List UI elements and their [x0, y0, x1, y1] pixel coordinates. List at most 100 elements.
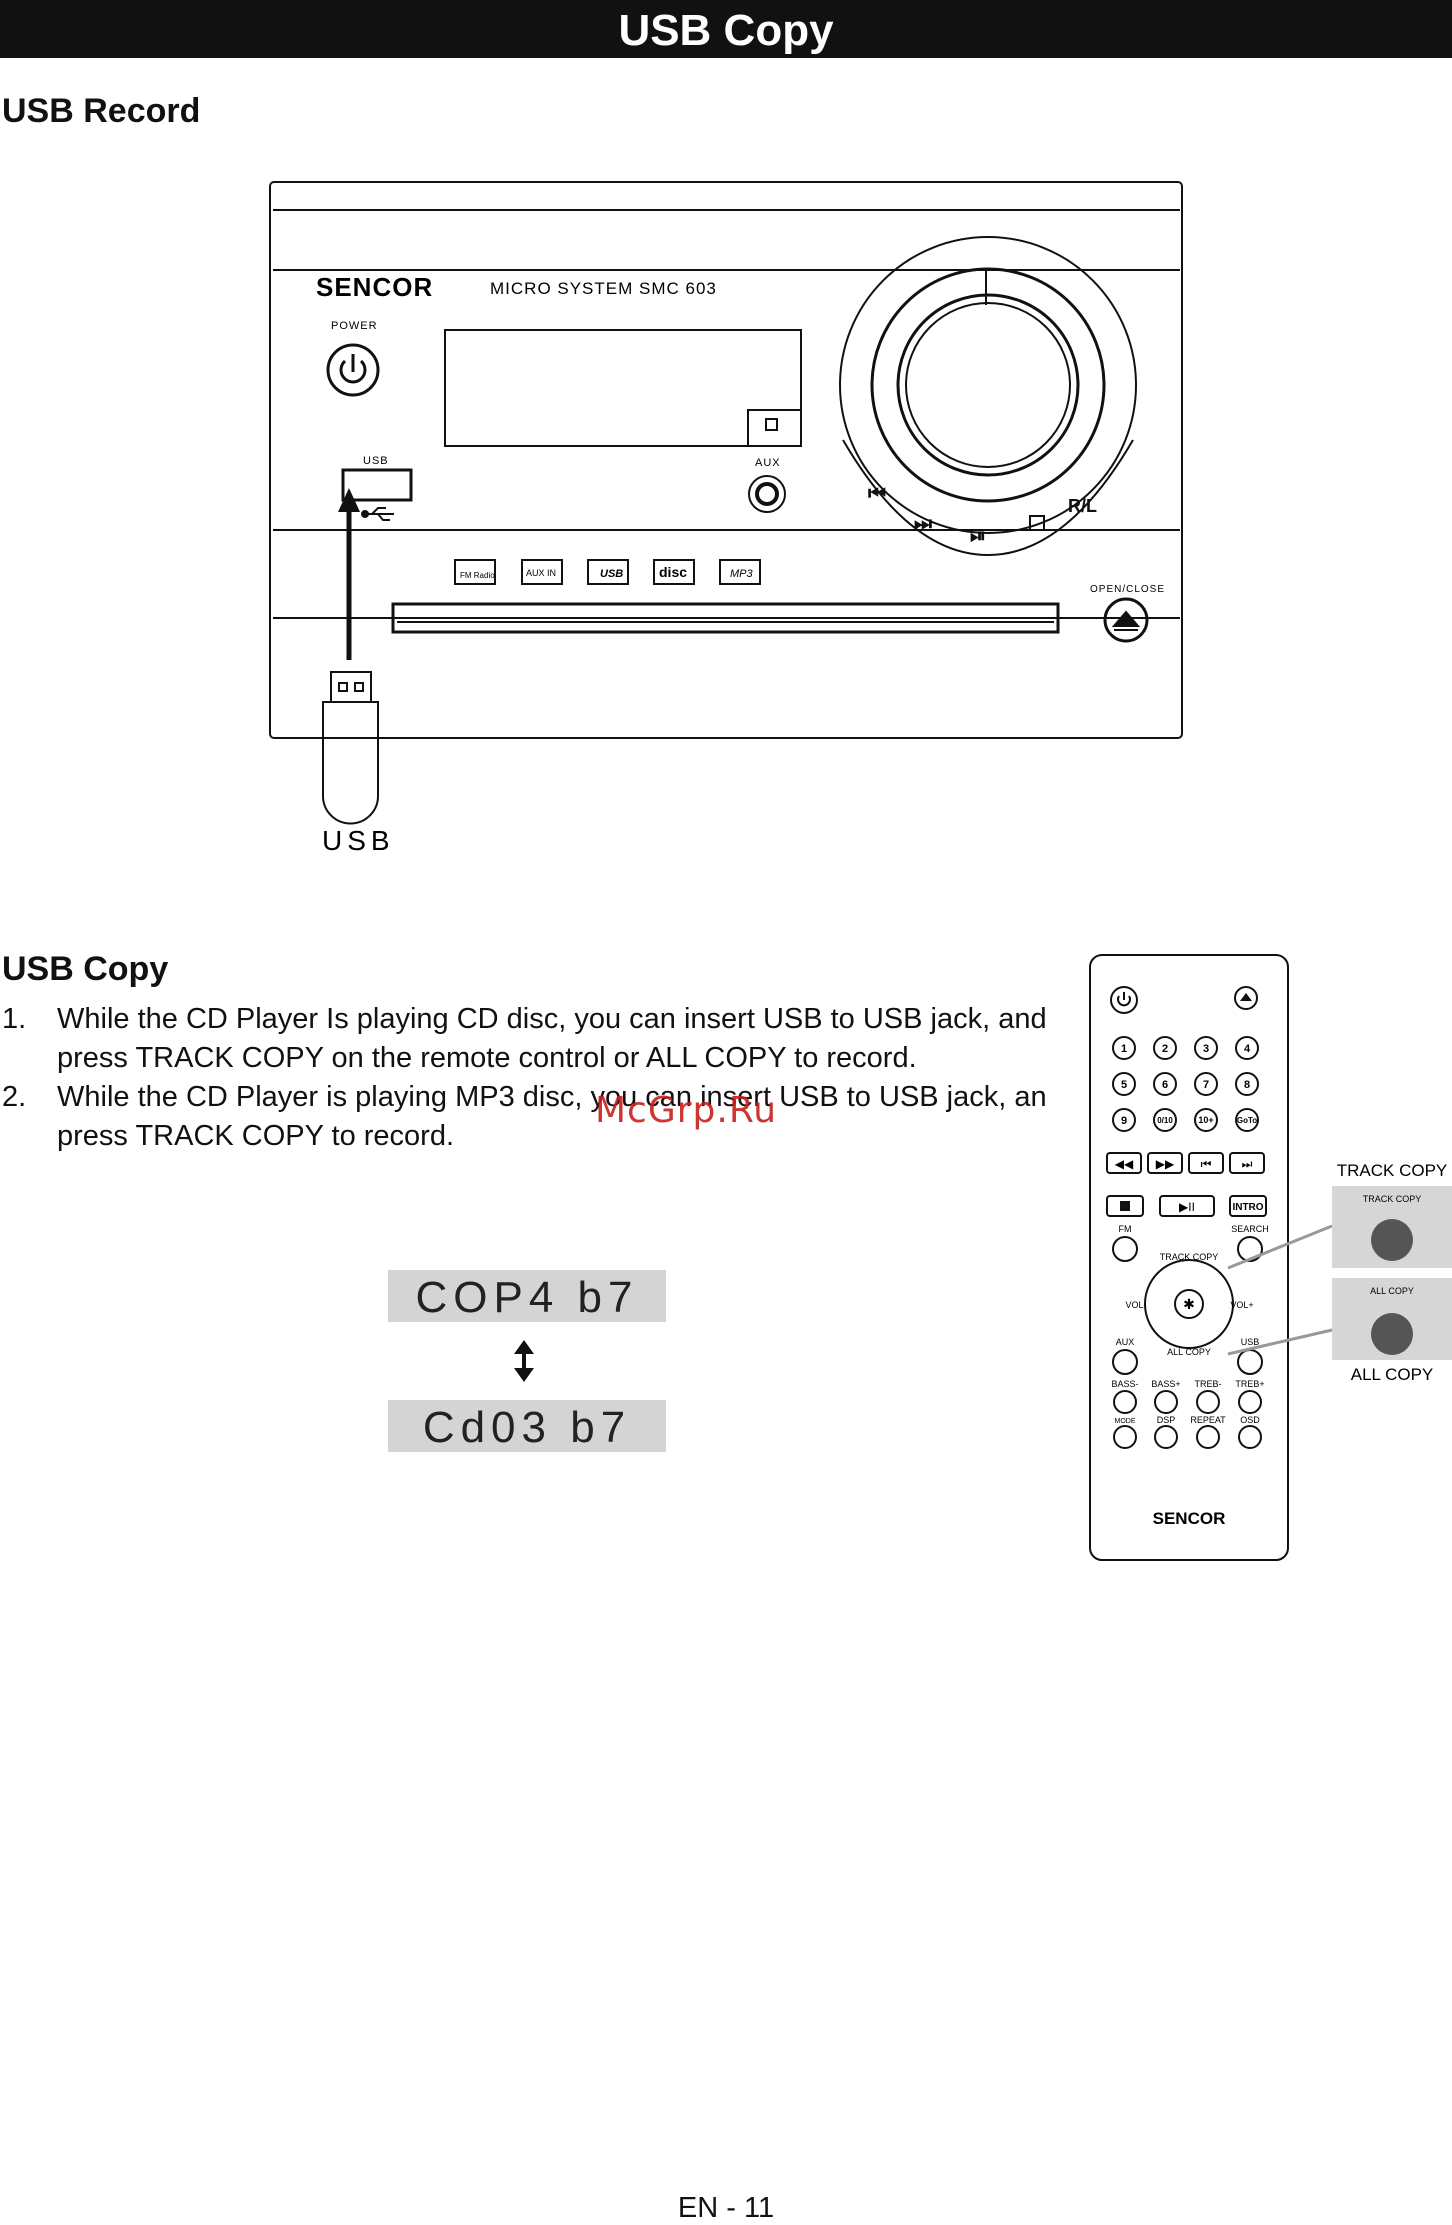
rl-label: R/L — [1068, 496, 1097, 516]
bass-minus-label: BASS- — [1111, 1379, 1138, 1389]
transport-icons: ⏮ ⏭ ⏯ R/L — [868, 483, 1097, 547]
num-7: 7 — [1203, 1079, 1209, 1091]
list-item: 1. While the CD Player Is playing CD disc… — [0, 1000, 1060, 1078]
usb-label: USB — [1241, 1337, 1260, 1347]
fast-forward-icon: ▶▶ — [1156, 1157, 1175, 1171]
search-button — [1237, 1236, 1263, 1262]
usb-symbol-icon — [361, 507, 394, 521]
num-9: 9 — [1121, 1115, 1127, 1127]
vol-minus-label: VOL- — [1125, 1300, 1146, 1310]
power-icon — [339, 354, 367, 384]
device-brand: SENCOR — [316, 272, 433, 302]
play-pause-button — [1159, 1195, 1215, 1217]
all-copy-callout-inner: ALL COPY — [1370, 1286, 1414, 1296]
eject-icon — [1111, 610, 1141, 631]
steps-list: 1. While the CD Player Is playing CD disc… — [0, 1000, 1060, 1156]
num-10-plus: 10+ — [1198, 1115, 1213, 1125]
next-icon: ⏭ — [1242, 1157, 1253, 1171]
dsp-label: DSP — [1157, 1415, 1176, 1425]
play-pause-icon: ▶II — [1179, 1200, 1195, 1214]
num-8: 8 — [1244, 1079, 1250, 1091]
list-item: 2. While the CD Player is playing MP3 dis… — [0, 1078, 1060, 1156]
lcd-bottom-text: Cd03 b7 — [423, 1403, 631, 1452]
usb-stick-icon — [322, 671, 379, 825]
all-copy-key-label: ALL COPY — [1167, 1347, 1211, 1357]
lcd-top-panel — [388, 1270, 666, 1322]
badge-usb: USB — [600, 568, 623, 580]
remote-number-pad: 1 2 3 4 5 6 7 8 9 0/10 10+ GoTo — [1112, 1036, 1259, 1132]
aux-button — [1112, 1349, 1138, 1375]
step-text: While the CD Player Is playing CD disc, … — [57, 1003, 1047, 1074]
num-4: 4 — [1244, 1043, 1251, 1055]
lcd-top-text: COP4 b7 — [416, 1273, 639, 1322]
play-pause-icon: ⏯ — [970, 525, 986, 547]
step-number: 1. — [2, 1003, 27, 1035]
page-title: USB Copy — [618, 6, 834, 55]
badge-disc: disc — [659, 564, 687, 580]
usb-port-label: USB — [363, 455, 389, 467]
num-goto: GoTo — [1237, 1116, 1257, 1125]
track-copy-callout-inner: TRACK COPY — [1363, 1194, 1422, 1204]
repeat-label: REPEAT — [1190, 1415, 1226, 1425]
stop-icon — [1120, 1201, 1130, 1211]
treb-minus-label: TREB- — [1195, 1379, 1222, 1389]
next-icon: ⏭ — [914, 513, 932, 535]
prev-icon: ⏮ — [868, 483, 886, 505]
watermark: McGrp.Ru — [595, 1090, 778, 1131]
previous-icon: ⏮ — [1201, 1157, 1212, 1171]
badge-fm: FM Radio — [460, 571, 495, 580]
insert-arrow-icon — [338, 488, 360, 660]
power-icon — [1117, 992, 1131, 1007]
num-5: 5 — [1121, 1079, 1127, 1091]
intro-button — [1229, 1195, 1267, 1217]
device-text-group: SENCOR MICRO SYSTEM SMC 603 POWER USB AU… — [316, 272, 1165, 856]
device-model: MICRO SYSTEM SMC 603 — [490, 279, 717, 298]
track-copy-key-label: TRACK COPY — [1160, 1252, 1219, 1262]
all-copy-callout-label: ALL COPY — [1351, 1365, 1434, 1384]
eject-icon — [1240, 993, 1252, 1001]
stop-icon — [1029, 515, 1045, 531]
front-badges: FM Radio AUX IN USB disc MP3 — [454, 559, 761, 585]
fm-button — [1112, 1236, 1138, 1262]
track-copy-callout-label: TRACK COPY — [1337, 1161, 1448, 1180]
remote-control-illustration: 1 2 3 4 5 6 7 8 9 0/10 10+ GoTo ◀◀ ▶▶ ⏮ … — [1089, 954, 1452, 1561]
usb-stick-label: USB — [322, 825, 395, 856]
badge-mp3: MP3 — [730, 568, 754, 580]
lcd-display-figure: COP4 b7 Cd03 b7 — [388, 1270, 666, 1452]
aux-port-label: AUX — [755, 457, 781, 469]
lcd-bottom-panel — [388, 1400, 666, 1452]
remote-dpad — [1144, 1259, 1234, 1349]
mute-button — [1174, 1289, 1204, 1319]
bass-plus-label: BASS+ — [1151, 1379, 1180, 1389]
remote-brand: SENCOR — [1153, 1509, 1226, 1528]
treb-plus-label: TREB+ — [1235, 1379, 1264, 1389]
num-2: 2 — [1162, 1043, 1168, 1055]
page-title-bar: USB Copy — [0, 0, 1452, 58]
vol-plus-label: VOL+ — [1230, 1300, 1253, 1310]
remote-power-button — [1110, 986, 1138, 1014]
power-label: POWER — [331, 320, 378, 332]
aux-label: AUX — [1116, 1337, 1135, 1347]
micro-system-illustration: SENCOR MICRO SYSTEM SMC 603 POWER USB AU… — [269, 181, 1183, 856]
intro-label: INTRO — [1232, 1202, 1263, 1213]
search-label: SEARCH — [1231, 1224, 1269, 1234]
osd-label: OSD — [1240, 1415, 1260, 1425]
badge-aux: AUX IN — [526, 568, 556, 578]
double-arrow-icon — [514, 1340, 534, 1382]
track-callout-line — [1227, 1224, 1333, 1270]
remote-eject-button — [1234, 986, 1258, 1010]
step-text: While the CD Player is playing MP3 disc,… — [57, 1081, 1047, 1152]
mode-label: MODE — [1115, 1418, 1136, 1425]
all-callout-line — [1227, 1328, 1333, 1356]
tone-row: BASS- BASS+ TREB- TREB+ MODE DSP REPEAT … — [1111, 1379, 1265, 1449]
open-close-label: OPEN/CLOSE — [1090, 584, 1165, 595]
page-number: EN - 11 — [677, 2192, 775, 2224]
rewind-icon: ◀◀ — [1115, 1157, 1134, 1171]
num-6: 6 — [1162, 1079, 1168, 1091]
step-number: 2. — [2, 1081, 27, 1113]
remote-transport-row: ◀◀ ▶▶ ⏮ ⏭ — [1106, 1152, 1265, 1174]
track-copy-callout-button — [1371, 1219, 1413, 1261]
num-1: 1 — [1121, 1043, 1127, 1055]
fm-label: FM — [1119, 1224, 1132, 1234]
num-3: 3 — [1203, 1043, 1209, 1055]
